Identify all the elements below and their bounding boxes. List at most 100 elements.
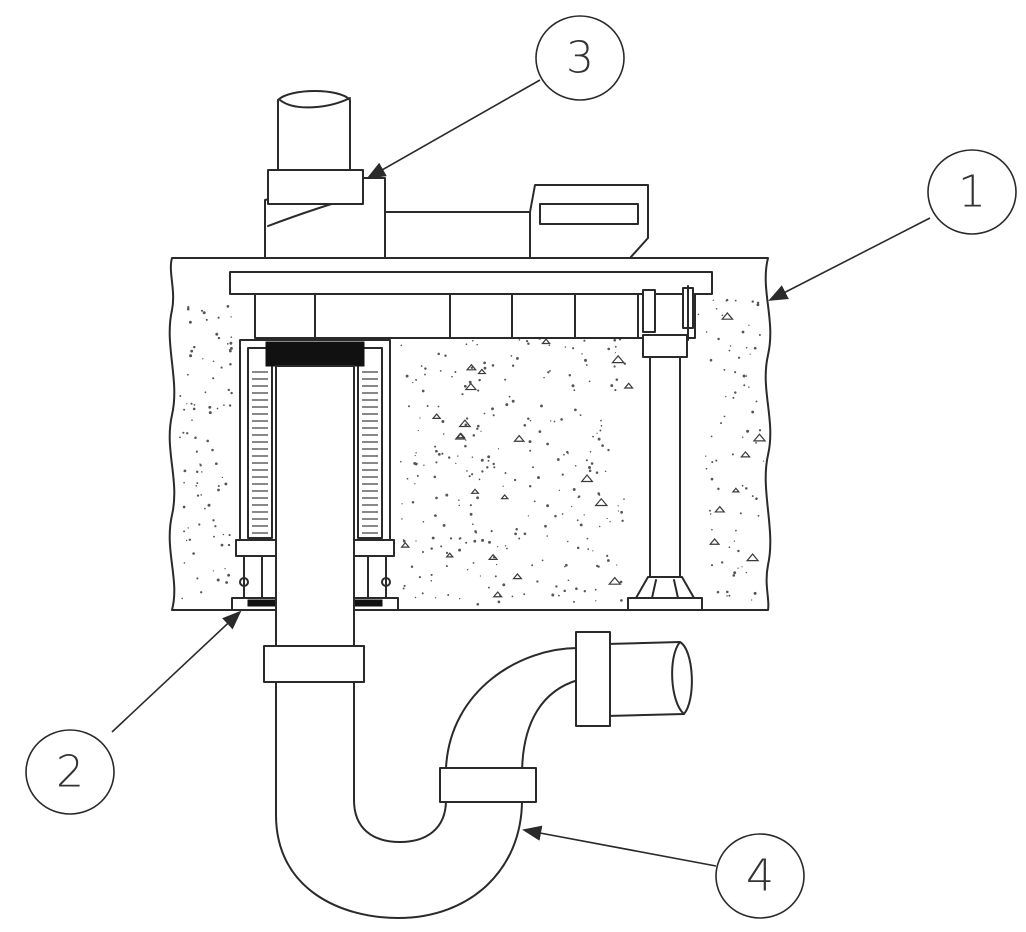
aggregate-speck: [421, 389, 425, 393]
aggregate-speck: [734, 391, 737, 394]
aggregate-speck: [437, 405, 440, 408]
aggregate-speck: [212, 360, 215, 362]
aggregate-speck: [212, 570, 215, 572]
aggregate-speck: [417, 429, 419, 432]
aggregate-speck: [441, 452, 444, 455]
aggregate-speck: [227, 388, 230, 392]
callout-circle-3: [535, 15, 625, 101]
aggregate-speck: [715, 459, 718, 462]
aggregate-speck: [620, 599, 623, 602]
aggregate-speck: [473, 539, 477, 543]
aggregate-speck: [737, 567, 739, 569]
aggregate-speck: [220, 543, 224, 547]
aggregate-speck: [762, 460, 765, 462]
aggregate-speck: [504, 545, 507, 547]
aggregate-speck: [715, 308, 718, 310]
aggregate-speck: [464, 423, 468, 427]
leader-line-2: [111, 610, 242, 733]
aggregate-speck: [553, 420, 556, 423]
callout-circle-1: [927, 149, 1017, 235]
aggregate-speck: [579, 523, 583, 527]
aggregate-speck: [537, 476, 540, 480]
aggregate-speck: [419, 417, 421, 419]
aggregate-speck: [560, 418, 563, 421]
aggregate-speck: [449, 537, 453, 540]
vertical-drain-pipe: [275, 365, 355, 647]
aggregate-speck: [216, 407, 219, 410]
aggregate-speck: [578, 495, 581, 498]
aggregate-speck: [554, 514, 557, 518]
aggregate-speck: [182, 505, 186, 509]
aggregate-speck: [599, 429, 602, 432]
aggregate-speck: [728, 546, 731, 549]
aggregate-speck: [745, 571, 748, 574]
aggregate-speck: [200, 494, 202, 496]
aggregate-speck: [737, 549, 740, 553]
aggregate-speck: [734, 371, 737, 374]
aggregate-speck: [193, 345, 196, 349]
equipment-housing: [264, 90, 649, 259]
aggregate-speck: [208, 411, 212, 415]
leader-line-3: [366, 79, 541, 179]
aggregate-speck: [606, 559, 610, 562]
aggregate-speck: [490, 530, 493, 533]
aggregate-speck: [220, 366, 223, 369]
aggregate-speck: [465, 439, 467, 441]
aggregate-speck: [492, 462, 495, 466]
aggregate-stone: [513, 434, 526, 442]
aggregate-speck: [518, 339, 521, 341]
aggregate-speck: [728, 349, 731, 352]
aggregate-speck: [410, 565, 414, 568]
aggregate-speck: [750, 599, 753, 601]
aggregate-speck: [475, 531, 478, 534]
aggregate-speck: [441, 420, 445, 423]
aggregate-speck: [575, 587, 578, 590]
aggregate-speck: [435, 496, 438, 500]
aggregate-speck: [613, 365, 616, 368]
aggregate-speck: [531, 564, 534, 567]
aggregate-speck: [458, 548, 462, 552]
aggregate-speck: [491, 364, 495, 367]
aggregate-speck: [717, 337, 720, 341]
aggregate-speck: [483, 412, 486, 415]
aggregate-speck: [204, 507, 206, 510]
aggregate-speck: [499, 594, 502, 597]
aggregate-speck: [581, 353, 583, 355]
aggregate-speck: [527, 417, 530, 420]
aggregate-speck: [601, 444, 604, 447]
aggregate-speck: [598, 525, 601, 528]
aggregate-speck: [182, 431, 185, 434]
aggregate-speck: [745, 346, 748, 349]
aggregate-stone: [500, 493, 510, 500]
aggregate-speck: [488, 540, 491, 544]
aggregate-speck: [550, 420, 552, 422]
aggregate-speck: [183, 481, 185, 484]
aggregate-speck: [576, 519, 579, 522]
aggregate-speck: [414, 454, 416, 457]
callout-label-3: 3: [566, 33, 594, 84]
aggregate-speck: [527, 342, 530, 345]
aggregate-speck: [710, 435, 713, 438]
aggregate-stone: [731, 487, 741, 493]
aggregate-speck: [738, 356, 741, 359]
callout-label-4: 4: [746, 851, 774, 902]
aggregate-speck: [416, 474, 419, 477]
aggregate-speck: [217, 336, 221, 340]
aggregate-speck: [422, 521, 425, 523]
aggregate-speck: [705, 455, 707, 457]
aggregate-speck: [195, 450, 198, 453]
aggregate-speck: [199, 464, 202, 467]
aggregate-speck: [466, 470, 468, 472]
aggregate-speck: [408, 405, 410, 408]
aggregate-speck: [614, 352, 617, 354]
aggregate-speck: [201, 471, 203, 473]
aggregate-speck: [229, 341, 233, 345]
aggregate-speck: [563, 453, 565, 456]
aggregate-speck: [421, 592, 424, 595]
aggregate-speck: [561, 513, 564, 515]
aggregate-speck: [518, 537, 521, 540]
aggregate-speck: [508, 395, 511, 398]
aggregate-speck: [480, 458, 484, 462]
aggregate-stone: [594, 497, 609, 507]
aggregate-speck: [606, 554, 609, 557]
